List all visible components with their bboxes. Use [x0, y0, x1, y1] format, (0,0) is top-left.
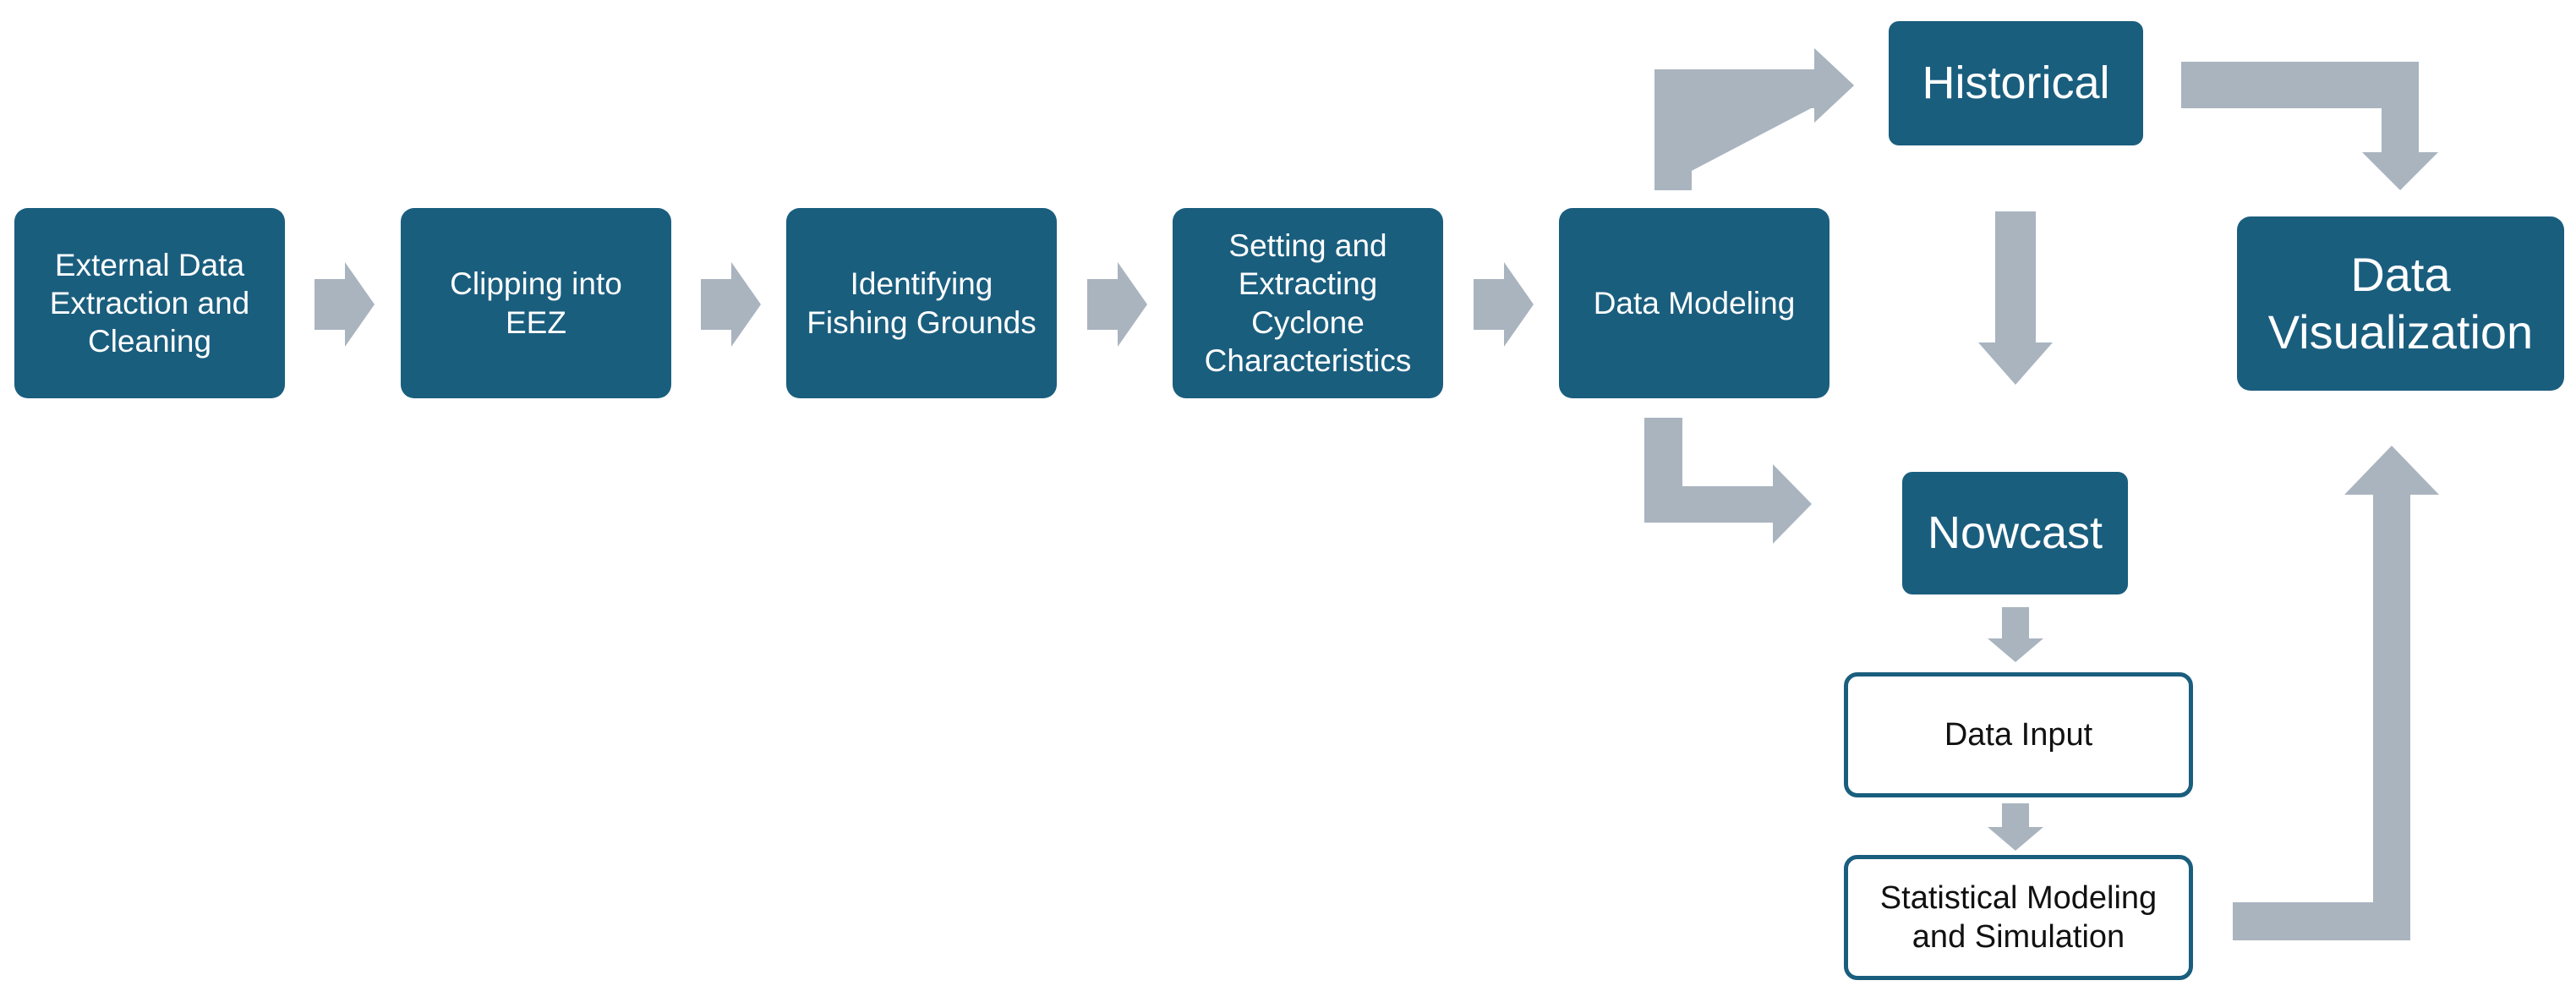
arrow-modeling-to-nowcast — [1644, 418, 1812, 544]
node-nowcast: Nowcast — [1902, 472, 2128, 594]
node-label: Nowcast — [1927, 507, 2103, 558]
arrow-fishing-to-cyclone — [1087, 262, 1147, 347]
arrow-external-to-clipping — [314, 262, 375, 347]
arrow-input-to-statistical — [1988, 803, 2043, 851]
node-statistical-modeling: Statistical Modeling and Simulation — [1844, 855, 2193, 980]
node-label: Historical — [1922, 57, 2110, 108]
node-cyclone-characteristics: Setting and Extracting Cyclone Character… — [1173, 208, 1443, 398]
node-label: Data Visualization — [2267, 247, 2534, 359]
node-label: Clipping into EEZ — [450, 266, 622, 340]
arrow-statistical-to-visualization — [2233, 446, 2439, 940]
node-external-data-extraction: External Data Extraction and Cleaning — [14, 208, 285, 398]
node-label: Identifying Fishing Grounds — [807, 266, 1036, 340]
node-label: Data Input — [1944, 716, 2093, 753]
arrow-nowcast-to-input — [1988, 607, 2043, 662]
arrow-modeling-to-historical — [1654, 48, 1854, 190]
arrow-historical-to-visualization — [2181, 62, 2438, 190]
node-data-visualization: Data Visualization — [2237, 216, 2564, 391]
node-label: Statistical Modeling and Simulation — [1879, 879, 2158, 955]
node-data-modeling: Data Modeling — [1559, 208, 1829, 398]
node-data-input: Data Input — [1844, 672, 2193, 797]
arrow-cyclone-to-modeling — [1474, 262, 1534, 347]
arrow-clipping-to-fishing — [701, 262, 761, 347]
node-label: Setting and Extracting Cyclone Character… — [1204, 228, 1412, 378]
node-clipping-into-eez: Clipping into EEZ — [401, 208, 671, 398]
node-label: Data Modeling — [1593, 285, 1796, 320]
arrow-modeling-to-historical-body — [1654, 48, 1854, 190]
node-label: External Data Extraction and Cleaning — [49, 247, 250, 359]
node-identifying-fishing-grounds: Identifying Fishing Grounds — [786, 208, 1057, 398]
node-historical: Historical — [1889, 21, 2143, 145]
arrow-historical-down — [1978, 211, 2053, 385]
